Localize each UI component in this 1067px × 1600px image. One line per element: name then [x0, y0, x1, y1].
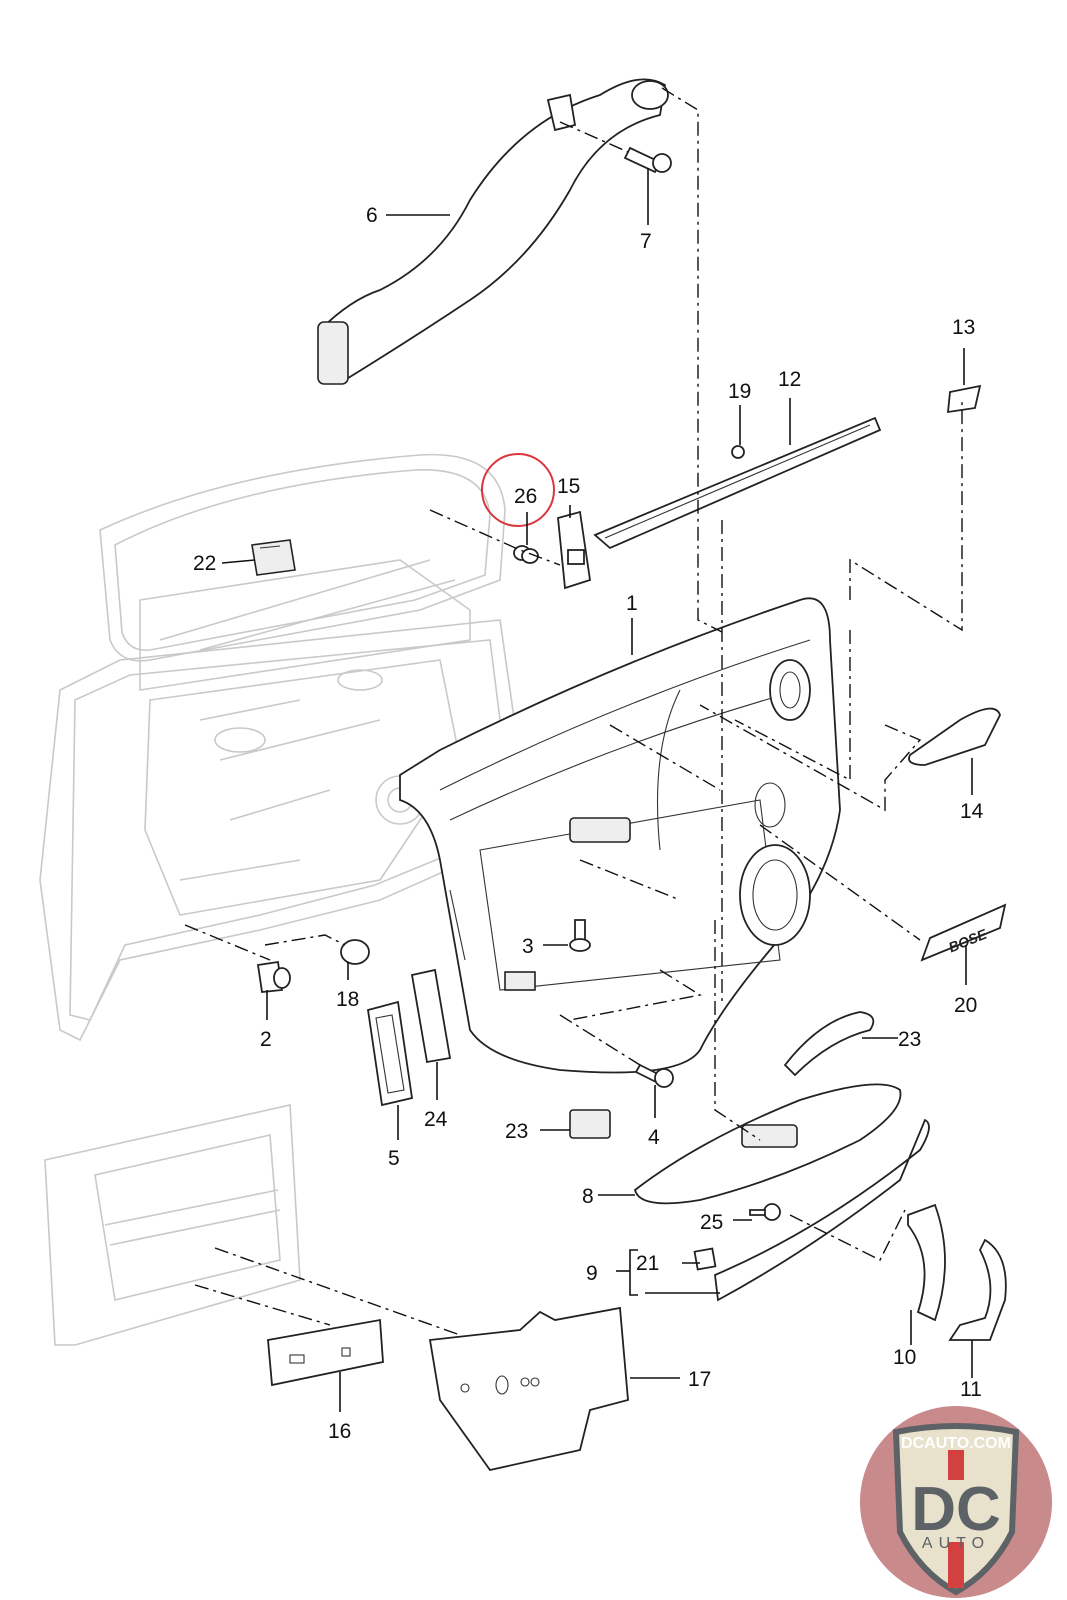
callout-22: 22 — [193, 552, 216, 575]
part-11-cover — [948, 1238, 1007, 1341]
part-23-trim — [783, 1011, 875, 1077]
callout-11: 11 — [960, 1378, 982, 1401]
callout-2: 2 — [260, 1028, 272, 1051]
dcauto-logo: DCAUTO.COM DC AUTO — [860, 1406, 1052, 1598]
part-20-badge: BOSE — [920, 903, 1007, 962]
callout-1: 1 — [626, 592, 638, 615]
part-22-clip — [251, 539, 296, 576]
part-5-grille — [366, 1000, 414, 1107]
part-8-armrest — [633, 1083, 902, 1205]
part-21-cap — [693, 1247, 717, 1271]
part-12-trim-strip — [593, 416, 882, 550]
callout-3: 3 — [522, 935, 534, 958]
callout-19: 19 — [728, 380, 751, 403]
door-frame-ghost — [44, 1104, 301, 1346]
callout-7: 7 — [640, 230, 652, 253]
callout-23-trim: 23 — [898, 1028, 921, 1051]
logo-main-text: DC — [911, 1475, 1001, 1544]
part-4-screw — [634, 1063, 674, 1088]
callout-9: 9 — [586, 1262, 598, 1285]
part-3-screw — [569, 919, 591, 952]
callout-15: 15 — [557, 475, 580, 498]
callout-18: 18 — [336, 988, 359, 1011]
callout-13: 13 — [952, 316, 975, 339]
callout-5: 5 — [388, 1147, 400, 1170]
part-10-cover — [907, 1203, 946, 1322]
part-15-bracket — [557, 510, 592, 590]
part-14-handle — [908, 707, 1001, 766]
callout-6: 6 — [366, 204, 378, 227]
callout-14: 14 — [960, 800, 984, 823]
part-23-switch — [569, 1109, 611, 1139]
callout-8: 8 — [582, 1185, 594, 1208]
callout-21: 21 — [636, 1252, 659, 1275]
part-1-door-panel — [399, 597, 841, 1074]
logo-stripe-top — [948, 1450, 964, 1480]
part-17-sheet — [428, 1306, 629, 1472]
callout-25: 25 — [700, 1211, 723, 1234]
callout-16: 16 — [328, 1420, 351, 1443]
callout-4: 4 — [648, 1126, 660, 1149]
callout-26: 26 — [514, 485, 537, 508]
callout-24: 24 — [424, 1108, 448, 1131]
part-6-upper-trim — [317, 78, 669, 385]
logo-top-text: DCAUTO.COM — [901, 1435, 1011, 1452]
part-24-gasket — [410, 968, 452, 1064]
part-2-clip — [256, 960, 291, 993]
callout-10: 10 — [893, 1346, 916, 1369]
part-13-cap — [946, 384, 982, 414]
callout-23-switch: 23 — [505, 1120, 528, 1143]
part-19-clip — [731, 445, 745, 459]
part-16-panel — [267, 1318, 384, 1387]
logo-sub-text: AUTO — [922, 1535, 990, 1552]
leader-lines — [221, 168, 973, 1412]
highlight-circle-26 — [481, 453, 555, 527]
callout-20: 20 — [954, 994, 977, 1017]
part-7-screw — [623, 146, 672, 174]
part-9-strip — [714, 1118, 930, 1302]
logo-shield — [892, 1423, 1020, 1596]
connection-lines — [184, 87, 963, 1336]
part-18-plug — [340, 939, 370, 965]
callout-12: 12 — [778, 368, 801, 391]
part-25-screw — [749, 1203, 781, 1221]
door-shell-ghost — [39, 453, 521, 1042]
logo-stripe-bottom — [948, 1542, 964, 1588]
callout-labels: 6 7 26 15 19 12 13 22 1 14 20 3 2 18 5 2… — [193, 204, 984, 1443]
callout-17: 17 — [688, 1368, 711, 1391]
part-26-grommet — [513, 545, 539, 564]
